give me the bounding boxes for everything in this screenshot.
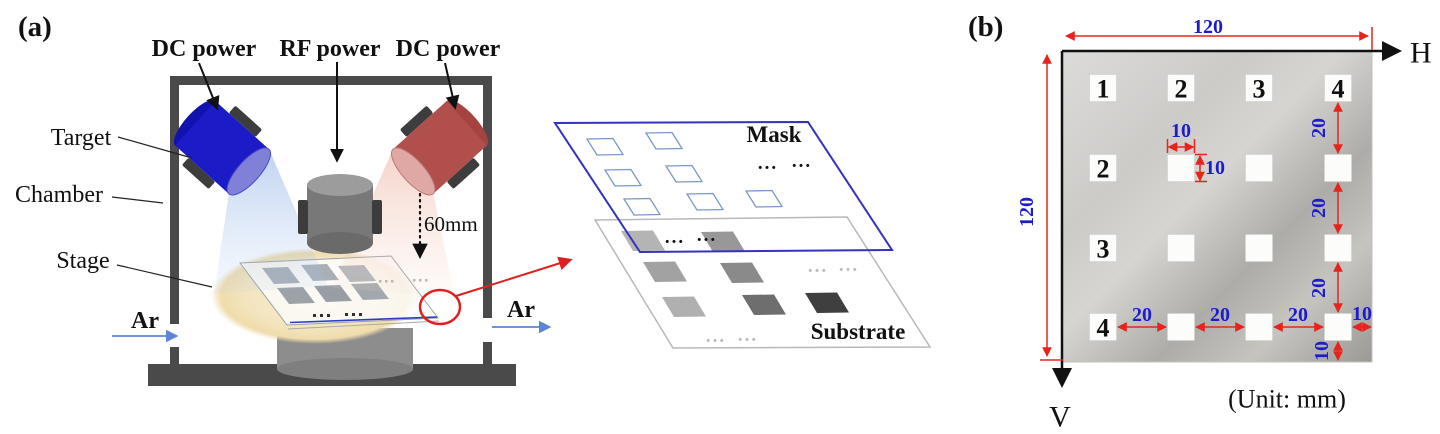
target-label: Target: [51, 125, 112, 151]
square-height-10-label: 10: [1205, 157, 1225, 179]
chamber-top-wall: [170, 76, 492, 85]
chamber-leader-line: [111, 196, 164, 204]
stage-leader-line: [116, 264, 213, 288]
substrate-dots-bottom-2: ...: [738, 325, 758, 346]
distance-60mm-label: 60mm: [424, 212, 478, 236]
chamber-right-wall-lower: [483, 342, 492, 365]
ar-right-label: Ar: [507, 297, 535, 323]
exploded-view: ... ... ... ... ... ... ... ... Mask Sub…: [553, 120, 932, 349]
overall-dimension-lines: [1040, 27, 1373, 361]
substrate-films: [621, 230, 849, 317]
dc-power-left-label: DC power: [152, 36, 257, 62]
row-label-2: 2: [1097, 155, 1110, 184]
mask-plate: [553, 120, 894, 254]
chamber-label: Chamber: [15, 182, 103, 208]
h-axis-label: H: [1410, 37, 1432, 70]
substrate-dots-bottom-1: ...: [706, 326, 726, 347]
red-dc-target-gun: [391, 99, 489, 196]
width-120-label: 120: [1193, 16, 1223, 38]
dc-power-right-label: DC power: [396, 36, 501, 62]
rf-power-label: RF power: [279, 36, 380, 62]
substrate-dots-mid-1: ...: [808, 256, 828, 277]
label-arrows: [198, 62, 460, 163]
col-label-1: 1: [1097, 75, 1110, 104]
square-size-dimension-lines: [1166, 139, 1207, 183]
dc-power-left-arrow: [198, 62, 220, 111]
rf-gun: [298, 174, 382, 254]
mask-plate-photo: [1061, 50, 1373, 363]
bottom-gap-20-label-3: 20: [1288, 304, 1308, 326]
right-gap-20-label-1: 20: [1308, 118, 1330, 138]
mask-dots-2: ...: [792, 151, 812, 172]
col-label-3: 3: [1253, 75, 1266, 104]
bottom-gap-20-label-2: 20: [1210, 304, 1230, 326]
height-120-label: 120: [1016, 197, 1038, 227]
panel-a-chamber-diagram: ... ... ... ... ... ... ... ... Mask Sub…: [15, 11, 932, 386]
rf-gun-clamp-right: [372, 200, 382, 234]
highlight-circle: [418, 288, 462, 326]
mask-hole-grid: [1089, 74, 1352, 341]
target-leader-line: [117, 136, 193, 159]
stage-label: Stage: [56, 248, 109, 274]
row-label-3: 3: [1097, 235, 1110, 264]
mask-edge-line: [289, 316, 438, 324]
rf-gun-clamp-left: [298, 200, 308, 234]
panel-a-label: (a): [18, 11, 52, 43]
bottom-margin-10-label: 10: [1311, 341, 1333, 361]
red-gun-clamp-top: [447, 158, 480, 189]
dc-power-right-arrow: [444, 62, 460, 110]
right-margin-10-label: 10: [1352, 303, 1372, 325]
right-gap-20-label-3: 20: [1308, 278, 1330, 298]
square-width-10-label: 10: [1171, 120, 1191, 142]
blue-target-face: [226, 147, 271, 196]
row-label-4: 4: [1097, 314, 1110, 343]
red-target-face: [391, 147, 436, 196]
col-label-4: 4: [1332, 75, 1345, 104]
ar-left-label: Ar: [131, 308, 159, 334]
substrate-dots-top-1: ...: [665, 227, 685, 248]
chamber-right-wall-upper: [483, 76, 492, 318]
blue-dc-target-gun: [173, 99, 271, 196]
substrate-dots-top-2: ...: [697, 225, 717, 246]
panel-b-mask-dimensions: 1 2 3 4 2 3 4 H V 120 120 10 10 20 20 20: [968, 11, 1432, 434]
blue-gun-clamp-top: [229, 106, 262, 137]
exploded-view-pointer-arrow: [455, 256, 573, 297]
right-gap-20-label-2: 20: [1308, 198, 1330, 218]
mask-holes: [585, 131, 784, 216]
substrate-dots-mid-2: ...: [839, 255, 859, 276]
chamber-left-wall-lower: [170, 347, 179, 365]
bottom-row-gap-arrows: [1117, 322, 1372, 361]
mask-dots-1: ...: [758, 153, 778, 174]
red-gun-clamp-bottom: [400, 106, 433, 137]
v-axis-label: V: [1049, 401, 1071, 434]
position-numbers: 1 2 3 4 2 3 4: [1097, 75, 1345, 343]
mask-label: Mask: [747, 122, 802, 147]
leader-lines: [111, 136, 213, 288]
chamber-left-wall-upper: [170, 76, 179, 324]
unit-note: (Unit: mm): [1228, 385, 1346, 414]
dot-marks-front: [313, 313, 362, 317]
blue-gun-clamp-bottom: [182, 158, 215, 189]
panel-b-label: (b): [968, 11, 1003, 43]
bottom-gap-20-label-1: 20: [1132, 304, 1152, 326]
col-label-2: 2: [1175, 75, 1188, 104]
substrate-label: Substrate: [811, 319, 906, 344]
